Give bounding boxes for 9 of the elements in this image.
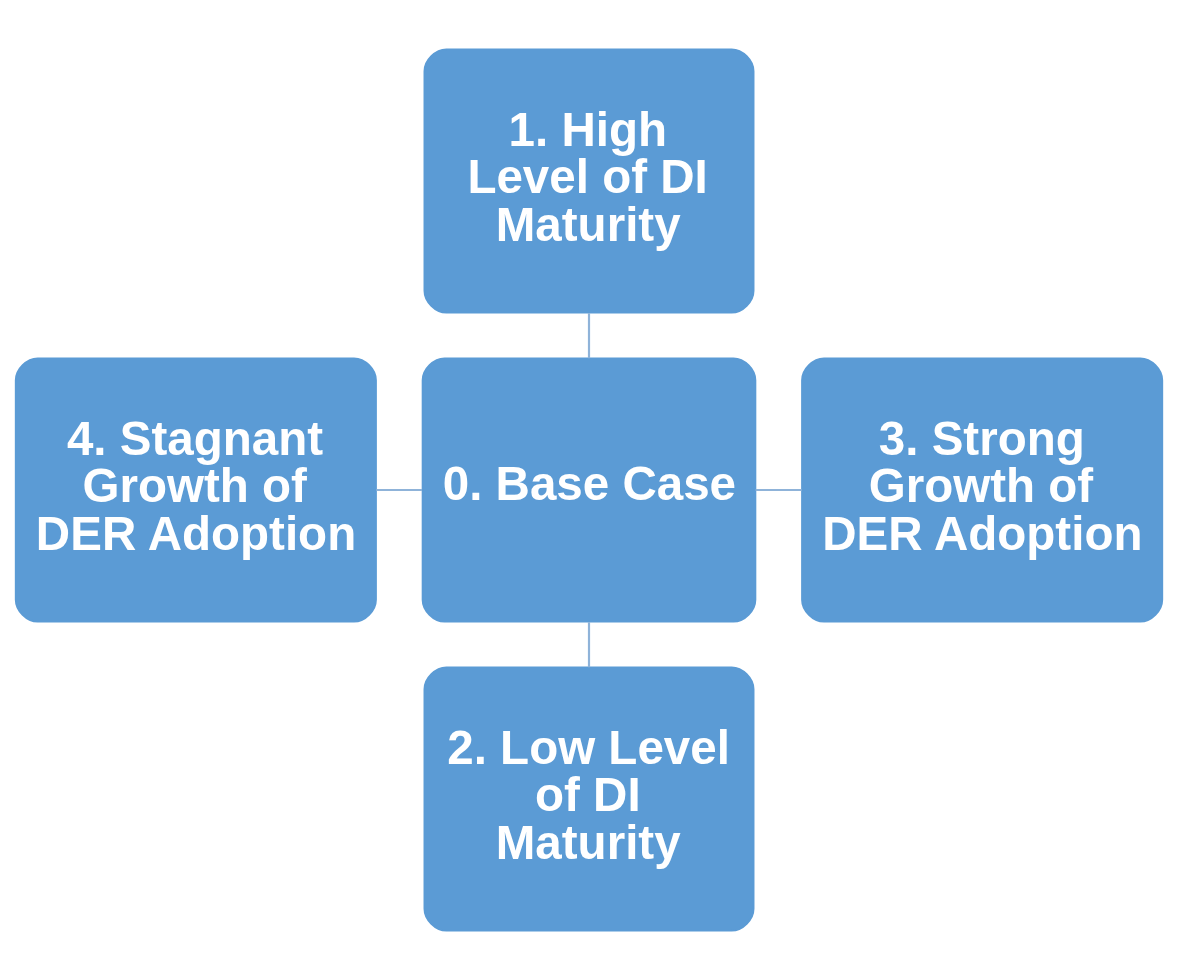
node-box: 0. Base Case <box>421 357 757 623</box>
connector <box>376 488 422 492</box>
node-box: 3. Strong Growth of DER Adoption <box>801 357 1164 623</box>
connector <box>755 488 802 492</box>
connector <box>587 313 591 359</box>
connector <box>587 622 591 668</box>
node-box: 1. High Level of DI Maturity <box>423 48 755 314</box>
node-box: 4. Stagnant Growth of DER Adoption <box>14 357 377 623</box>
node-box: 2. Low Level of DI Maturity <box>423 666 755 932</box>
